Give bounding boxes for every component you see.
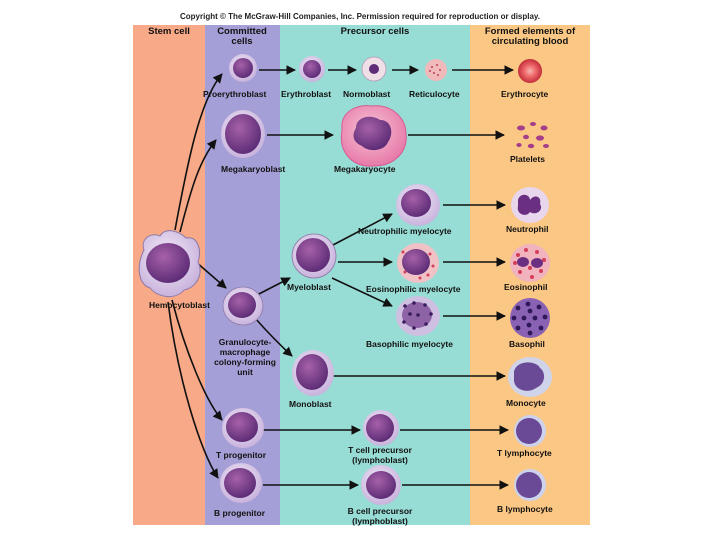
b-lymphocyte-cell: [514, 469, 546, 501]
label-t-precursor: T cell precursor (lymphoblast): [348, 445, 412, 465]
header-committed-cells: Committed cells: [217, 26, 267, 47]
label-megakaryoblast: Megakaryoblast: [221, 164, 286, 174]
arrows: [167, 65, 514, 490]
erythrocyte-cell: [518, 59, 542, 83]
myeloblast-cell: [291, 233, 337, 279]
arrow-stem-to-proerythroblast: [174, 73, 223, 231]
basophilic-myelocyte-cell: [396, 296, 440, 336]
label-hemocytoblast: Hemocytoblast: [149, 300, 210, 310]
arrow-gm-cfu-to-monoblast: [254, 317, 293, 357]
normoblast-cell: [361, 56, 387, 82]
t-precursor-cell: [363, 410, 399, 446]
label-neutrophilic-myelocyte: Neutrophilic myelocyte: [358, 226, 452, 236]
megakaryoblast-cell: [221, 110, 265, 158]
arrow-stem-to-t-progenitor: [171, 299, 223, 421]
header-precursor-cells: Precursor cells: [340, 26, 410, 37]
label-neutrophil: Neutrophil: [506, 224, 549, 234]
monocyte-cell: [508, 357, 552, 397]
label-reticulocyte: Reticulocyte: [409, 89, 460, 99]
label-normoblast: Normoblast: [343, 89, 391, 99]
t-progenitor-cell: [222, 408, 264, 448]
label-gm-cfu: Granulocyte-macrophage colony-forming un…: [214, 337, 276, 377]
eosinophil-cell: [510, 244, 550, 282]
neutrophil-cell: [511, 187, 549, 223]
label-erythrocyte: Erythrocyte: [501, 89, 549, 99]
label-myeloblast: Myeloblast: [287, 282, 331, 292]
arrow-gm-cfu-to-myeloblast: [254, 277, 291, 297]
erythroblast-cell: [299, 56, 325, 82]
t-lymphocyte-cell: [514, 415, 546, 447]
platelets-cells: [516, 122, 549, 149]
label-megakaryocyte: Megakaryocyte: [334, 164, 396, 174]
arrow-stem-to-gm-cfu: [195, 261, 227, 289]
label-monoblast: Monoblast: [289, 399, 332, 409]
gm-cfu-cell: [222, 286, 264, 326]
copyright-notice: Copyright © The McGraw-Hill Companies, I…: [179, 12, 541, 21]
b-progenitor-cell: [220, 463, 262, 503]
hemocytoblast-cell: [138, 230, 201, 297]
label-erythroblast: Erythroblast: [281, 89, 332, 99]
eosinophilic-myelocyte-cell: [397, 243, 439, 283]
arrow-myeloblast-to-neutrophilic-myelocyte: [332, 213, 393, 246]
label-t-lymphocyte: T lymphocyte: [497, 448, 552, 458]
arrow-stem-to-b-progenitor: [167, 301, 219, 479]
header-stem-cell: Stem cell: [148, 26, 190, 37]
label-b-progenitor: B progenitor: [214, 508, 265, 518]
arrow-myeloblast-to-basophilic-myelocyte: [331, 277, 393, 307]
label-monocyte: Monocyte: [506, 398, 546, 408]
label-basophilic-myelocyte: Basophilic myelocyte: [366, 339, 453, 349]
b-precursor-cell: [361, 465, 401, 505]
label-eosinophilic-myelocyte: Eosinophilic myelocyte: [366, 284, 461, 294]
label-b-precursor: B cell precursor (lymphoblast): [347, 506, 413, 526]
label-t-progenitor: T progenitor: [216, 450, 267, 460]
label-eosinophil: Eosinophil: [504, 282, 548, 292]
arrow-stem-to-megakaryoblast: [179, 139, 217, 233]
megakaryocyte-cell: [340, 105, 407, 167]
label-platelets: Platelets: [510, 154, 545, 164]
neutrophilic-myelocyte-cell: [396, 184, 440, 226]
monoblast-cell: [292, 350, 334, 396]
label-basophil: Basophil: [509, 339, 545, 349]
reticulocyte-cell: [425, 59, 447, 81]
basophil-cell: [510, 298, 550, 338]
proerythroblast-cell: [229, 54, 257, 82]
label-b-lymphocyte: B lymphocyte: [497, 504, 553, 514]
header-formed-elements: Formed elements of circulating blood: [484, 26, 576, 47]
label-proerythroblast: Proerythroblast: [203, 89, 267, 99]
